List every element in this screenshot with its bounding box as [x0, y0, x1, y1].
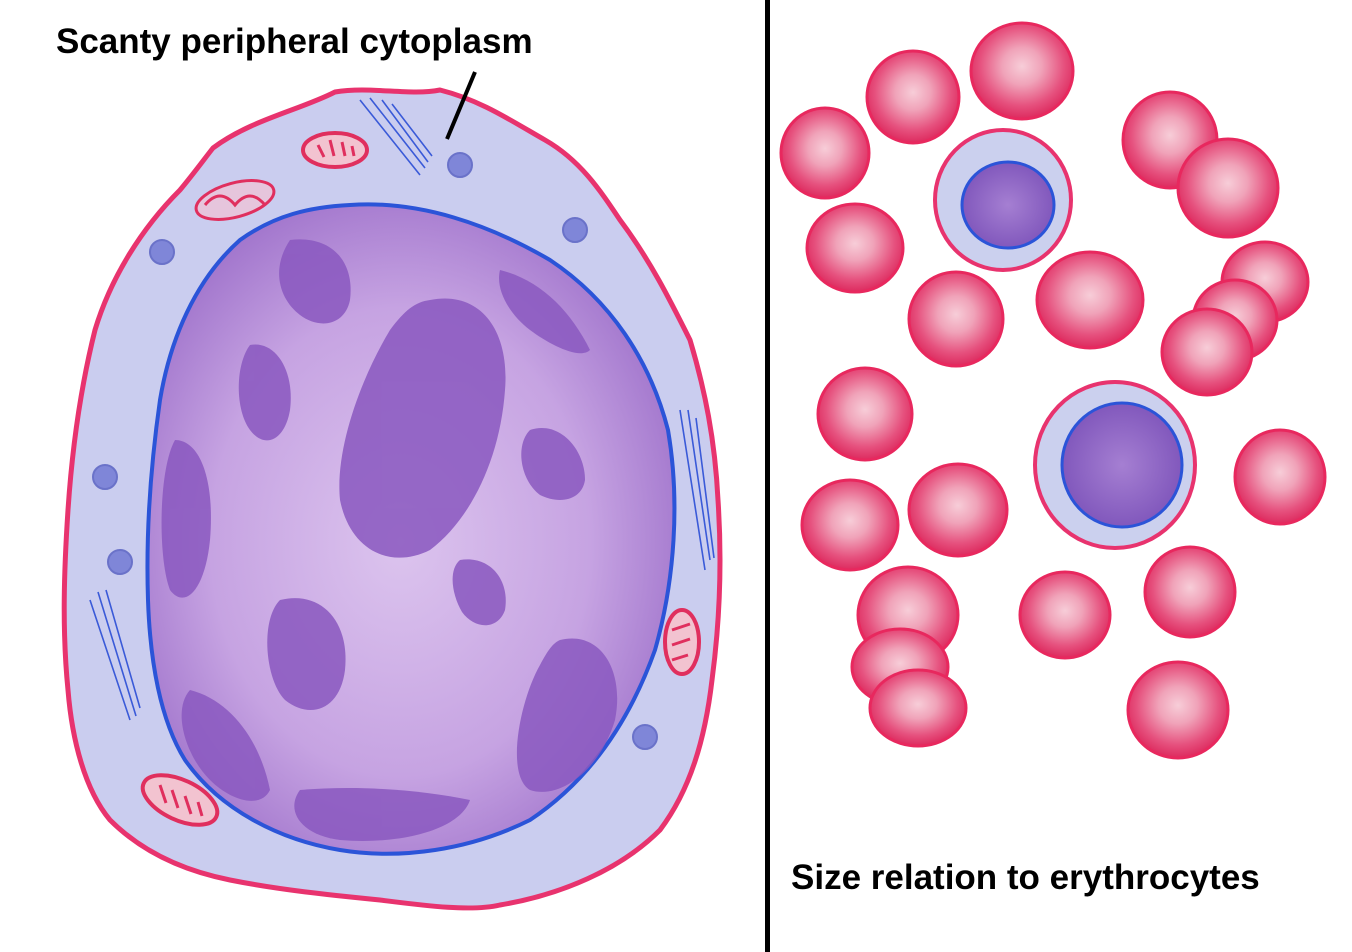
lymphocyte-icon — [1033, 380, 1197, 550]
erythrocyte-icon — [800, 478, 900, 572]
erythrocyte-icon — [907, 462, 1009, 558]
mitochondrion-icon — [194, 179, 276, 221]
mitochondrion-icon — [140, 773, 220, 827]
mitochondrion-icon — [301, 131, 369, 169]
erythrocyte-icon — [1176, 137, 1280, 239]
erythrocyte-icon — [1143, 545, 1237, 639]
endoplasmic-reticulum — [89, 97, 715, 721]
erythrocyte-icon — [865, 49, 961, 145]
erythrocyte-icon — [1233, 428, 1327, 526]
erythrocyte-icon — [868, 668, 968, 748]
erythrocyte-icon — [1018, 570, 1112, 660]
erythrocyte-icon — [1126, 660, 1230, 760]
erythrocyte-icon — [1160, 307, 1254, 397]
erythrocyte-icon — [805, 202, 905, 294]
mitochondrion-icon — [663, 608, 701, 676]
chromatin-clumps — [161, 239, 618, 841]
erythrocyte-icon — [779, 106, 871, 200]
size-relation-label: Size relation to erythrocytes — [791, 858, 1260, 897]
ribosome-dot-icon — [92, 152, 658, 750]
erythrocyte-icon — [969, 21, 1075, 121]
erythrocyte-group — [779, 21, 1327, 760]
label-pointer-line — [445, 71, 477, 140]
panel-divider — [765, 0, 770, 952]
cytoplasm-label: Scanty peripheral cytoplasm — [56, 22, 533, 61]
lymphocyte-icon — [933, 128, 1073, 272]
erythrocyte-icon — [1035, 250, 1145, 350]
erythrocyte-icon — [816, 366, 914, 462]
erythrocyte-icon — [907, 270, 1005, 368]
